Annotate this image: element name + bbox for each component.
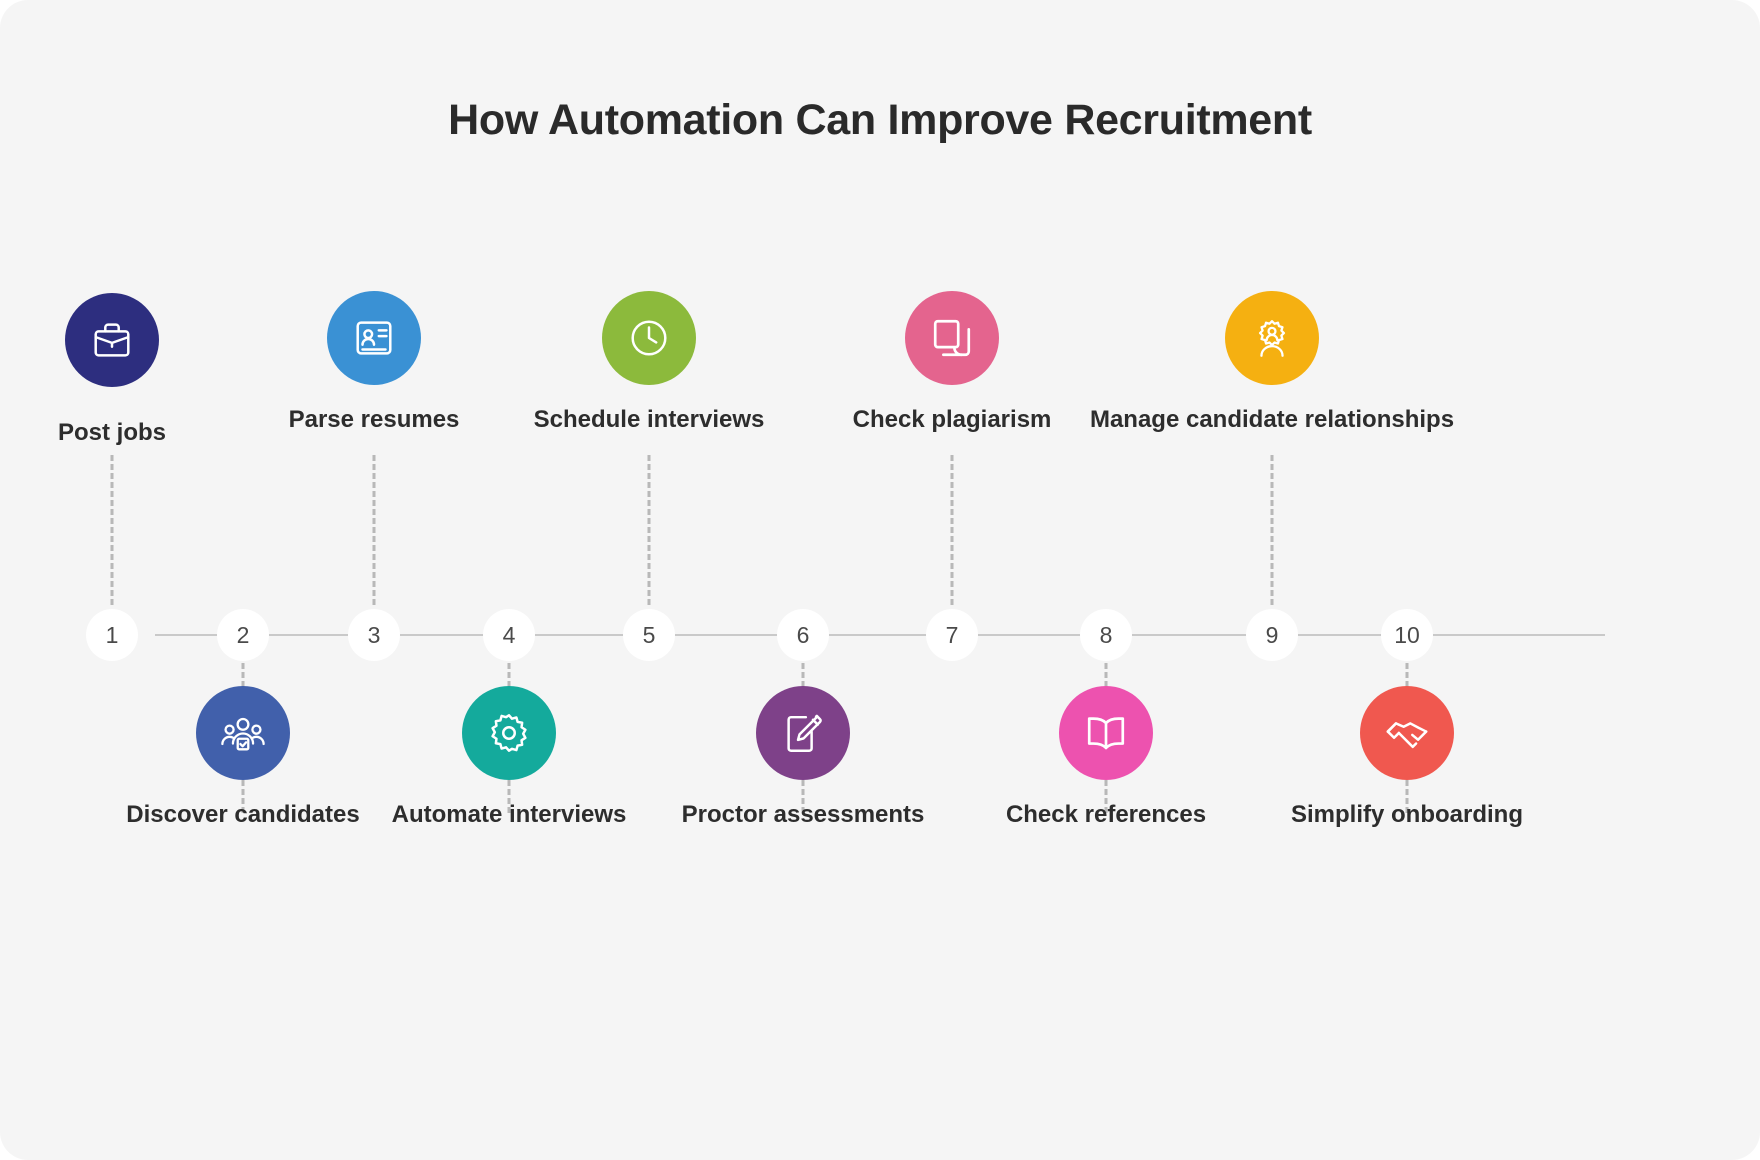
gear-icon — [486, 710, 532, 756]
step-label-7: Check plagiarism — [852, 406, 1052, 433]
copy-icon — [929, 315, 975, 361]
timeline-node-3[interactable]: 3 — [348, 609, 400, 661]
timeline-node-8[interactable]: 8 — [1080, 609, 1132, 661]
step-label-4: Automate interviews — [391, 801, 627, 828]
clock-icon — [626, 315, 672, 361]
step-icon-bubble-10[interactable] — [1360, 686, 1454, 780]
step-label-9: Manage candidate relationships — [1089, 406, 1455, 433]
book-icon — [1083, 710, 1129, 756]
handshake-icon — [1384, 710, 1430, 756]
timeline-node-10[interactable]: 10 — [1381, 609, 1433, 661]
connector-dash-3 — [372, 455, 376, 605]
user-gear-icon — [1249, 315, 1295, 361]
step-label-10: Simplify onboarding — [1291, 801, 1523, 828]
connector-dash-9 — [1270, 455, 1274, 605]
step-icon-bubble-7[interactable] — [905, 291, 999, 385]
timeline-node-2[interactable]: 2 — [217, 609, 269, 661]
connector-dash-1 — [110, 455, 114, 605]
step-label-2: Discover candidates — [126, 801, 360, 828]
step-icon-bubble-1[interactable] — [65, 293, 159, 387]
id-card-icon — [351, 315, 397, 361]
briefcase-icon — [89, 317, 135, 363]
step-icon-bubble-5[interactable] — [602, 291, 696, 385]
step-label-1: Post jobs — [57, 419, 167, 446]
timeline-node-7[interactable]: 7 — [926, 609, 978, 661]
timeline-node-1[interactable]: 1 — [86, 609, 138, 661]
step-label-6: Proctor assessments — [681, 801, 925, 828]
step-icon-bubble-6[interactable] — [756, 686, 850, 780]
connector-dash-5 — [647, 455, 651, 605]
timeline-node-4[interactable]: 4 — [483, 609, 535, 661]
step-icon-bubble-8[interactable] — [1059, 686, 1153, 780]
edit-document-icon — [780, 710, 826, 756]
timeline-axis — [155, 634, 1605, 636]
people-check-icon — [220, 710, 266, 756]
step-icon-bubble-3[interactable] — [327, 291, 421, 385]
step-label-8: Check references — [1005, 801, 1207, 828]
step-icon-bubble-4[interactable] — [462, 686, 556, 780]
step-label-3: Parse resumes — [288, 406, 460, 433]
connector-dash-7 — [950, 455, 954, 605]
step-icon-bubble-9[interactable] — [1225, 291, 1319, 385]
timeline-node-6[interactable]: 6 — [777, 609, 829, 661]
timeline-node-9[interactable]: 9 — [1246, 609, 1298, 661]
page-title: How Automation Can Improve Recruitment — [448, 96, 1312, 144]
step-label-5: Schedule interviews — [533, 406, 765, 433]
timeline-node-5[interactable]: 5 — [623, 609, 675, 661]
step-icon-bubble-2[interactable] — [196, 686, 290, 780]
